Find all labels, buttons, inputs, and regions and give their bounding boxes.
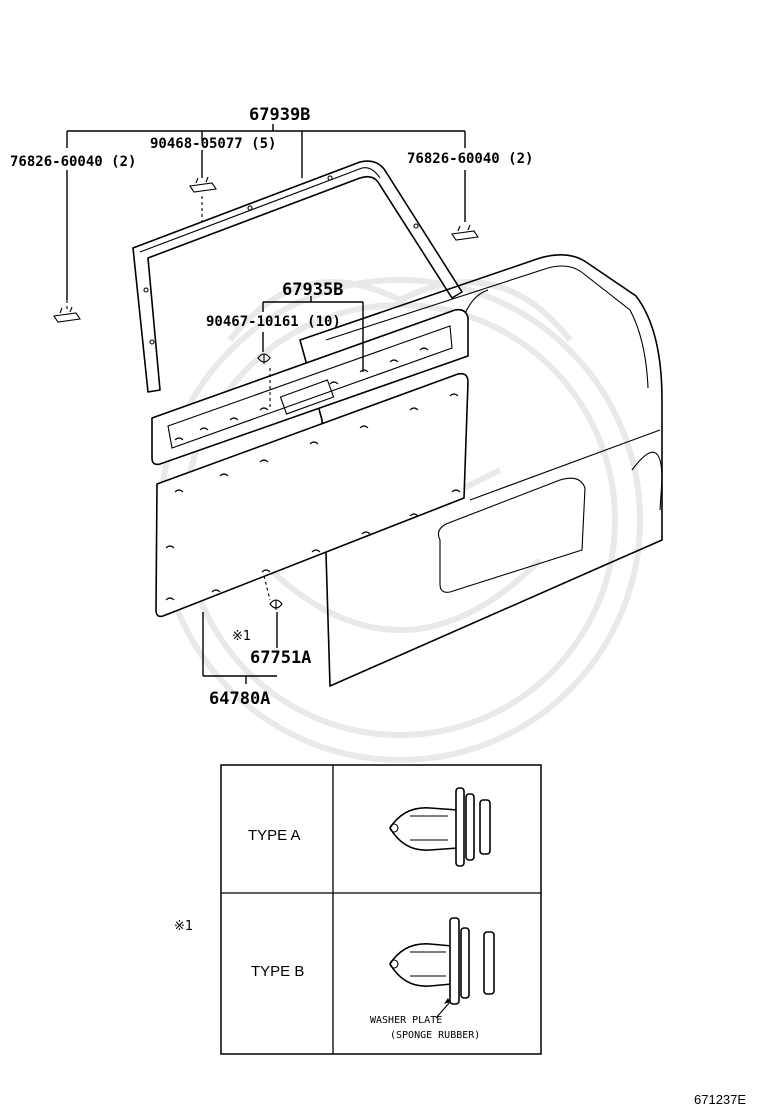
- clip-icon-left: [53, 306, 81, 323]
- callout-mark: ※1: [232, 629, 251, 644]
- window-moulding: [132, 160, 463, 393]
- label-90467-10161: 90467-10161 (10): [206, 314, 341, 330]
- label-76826-60040-left: 76826-60040 (2): [10, 154, 136, 170]
- moulding-group-bracket: [66, 124, 466, 312]
- push-clip-icon: [257, 353, 271, 364]
- lower-trim-board: [155, 372, 469, 618]
- type-b-label: TYPE B: [251, 963, 304, 980]
- figure-code: 671237E: [694, 1092, 746, 1107]
- label-67751A: 67751A: [250, 648, 311, 668]
- label-64780A: 64780A: [209, 689, 270, 709]
- washer-plate-note: WASHER PLATE: [370, 1015, 442, 1026]
- sponge-rubber-note: (SPONGE RUBBER): [390, 1030, 480, 1041]
- clip-icon-right: [451, 224, 479, 241]
- type-a-label: TYPE A: [248, 827, 301, 844]
- type-a-clip-icon: [389, 787, 491, 867]
- label-67935B: 67935B: [282, 280, 343, 300]
- table-callout-mark: ※1: [174, 919, 193, 934]
- label-67939B: 67939B: [249, 105, 310, 125]
- upper-trim-panel: [151, 308, 469, 466]
- label-76826-60040-right: 76826-60040 (2): [407, 151, 533, 167]
- label-90468-05077: 90468-05077 (5): [150, 136, 276, 152]
- type-b-clip-icon: [389, 917, 495, 1019]
- trim-clip-icon: [269, 599, 283, 610]
- clip-type-table: [220, 764, 542, 1055]
- back-door-panel: [299, 254, 663, 687]
- clip-icon-center: [189, 176, 217, 193]
